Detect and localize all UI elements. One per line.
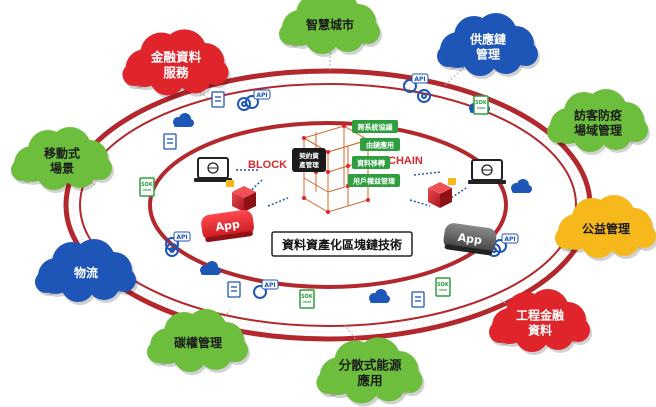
api-label: API [264,282,275,289]
sdk-label: SDK [301,294,314,300]
laptop-right-icon [468,159,506,184]
cloud-label: 公益管理 [582,221,630,236]
contract-asset-management-box: 契約資 產管理 [292,148,326,172]
ring-sdk-icons: SDK SDK SDK SDK [139,95,489,309]
feature-tag-label: 由鏈應用 [366,141,394,150]
app-button-gray[interactable]: App [442,222,497,256]
api-label: API [504,236,515,243]
api-label: API [256,92,267,99]
ring-api-icons: API API API API API [165,73,519,299]
cloud-label: 訪客防疫 [574,108,622,123]
inner-ring [79,83,577,327]
cloud-label: 移動式 [44,146,80,161]
cloud-label: 場域管理 [574,123,622,138]
data-box-left-icon [226,180,256,212]
cloud-logistics: 物流 [35,239,138,305]
api-label: API [414,76,425,83]
chain-label: CHAIN [388,155,423,167]
feature-tag: 由鏈應用 [360,138,400,151]
cloud-label: 供應鏈 [469,32,506,47]
sdk-label: SDK [141,182,154,188]
application-clouds: 智慧城市供應鏈管理訪客防疫場域管理公益管理工程金融資料分散式能源應用碳權管理物流… [11,0,656,407]
center-ring [148,121,508,289]
cloud-carbon-rights: 碳權管理 [147,309,250,375]
app-button-red[interactable]: App [200,209,255,243]
feature-tag-label: 資料移轉 [357,159,385,168]
laptop-left-icon [194,157,232,182]
block-label: BLOCK [248,159,287,171]
app-label: App [215,218,241,234]
app-label: App [457,231,483,247]
cloud-label: 物流 [74,265,98,280]
sdk-label: SDK [437,282,450,288]
cloud-label: 服務 [163,65,189,80]
sdk-label: SDK [475,100,488,106]
cloud-label: 工程金融 [516,308,564,323]
cloud-label: 應用 [357,373,382,388]
feature-tag: 資料移轉 [352,156,390,169]
cloud-label: 管理 [476,47,500,62]
ring-document-icons [163,91,425,308]
cloud-label: 金融資料 [150,49,202,64]
cloud-label: 資料 [528,323,552,338]
api-label: API [176,234,187,241]
center-title: 資料資產化區塊鏈技術 [282,237,402,252]
feature-tag-label: 跨系統協議 [358,123,393,132]
flow-arrows [236,169,467,207]
cloud-label: 分散式能源 [339,357,402,372]
feature-tag: 跨系統協議 [352,120,398,133]
center-title-box: 資料資產化區塊鏈技術 [271,231,413,257]
cloud-label: 碳權管理 [174,335,222,350]
cloud-label: 智慧城市 [305,17,354,32]
cloud-smart-city: 智慧城市 [279,0,382,57]
feature-tag-label: 用戶權益管理 [353,177,395,186]
data-box-right-icon [428,178,456,208]
cloud-label: 場景 [50,161,74,176]
feature-tag: 用戶權益管理 [348,174,400,187]
cloud-public-welfare: 公益管理 [555,195,656,261]
contract-label-line1: 契約資 [298,151,319,160]
contract-label-line2: 產管理 [298,160,319,169]
